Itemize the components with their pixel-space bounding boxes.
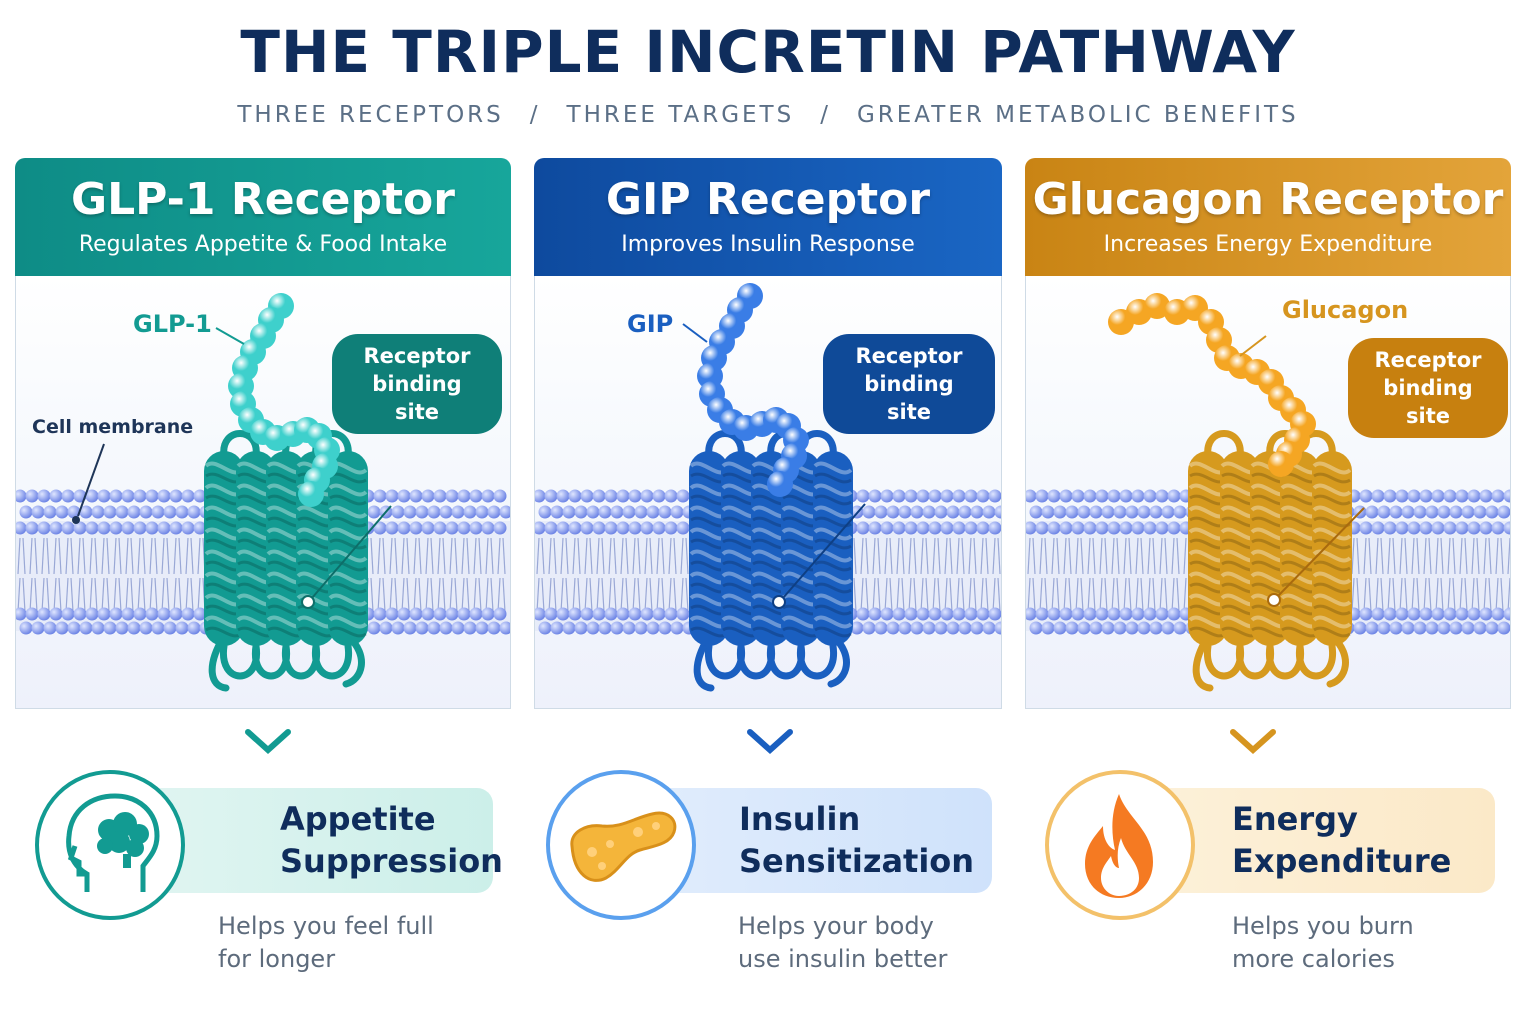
receptor-illustration: Glucagon Receptor binding site [1025,276,1511,709]
subtitle-part-2: THREE TARGETS [566,102,795,128]
column-glp1: GLP-1 Receptor Regulates Appetite & Food… [15,158,511,973]
binding-site-label: Receptor binding site [332,334,502,434]
benefit-icon-circle [546,770,696,920]
column-glucagon: Glucagon Receptor Increases Energy Expen… [1025,158,1511,973]
subtitle-separator: / [820,102,831,128]
glucagon-peptide-icon [1108,293,1316,477]
benefit-title: Appetite Suppression [280,800,503,880]
subtitle-part-3: GREATER METABOLIC BENEFITS [856,102,1299,128]
pancreas-icon [570,811,677,882]
binding-site-label: Receptor binding site [1348,338,1508,438]
column-header: GLP-1 Receptor Regulates Appetite & Food… [15,158,511,276]
receptor-illustration: Cell membrane GLP-1 Receptor binding sit… [15,276,511,709]
benefit-icon-circle [1045,770,1195,920]
subtitle-part-1: THREE RECEPTORS [237,102,504,128]
cell-membrane-label: Cell membrane [32,416,194,438]
page-subtitle: THREE RECEPTORS / THREE TARGETS / GREATER ME… [0,102,1536,128]
column-header: Glucagon Receptor Increases Energy Expen… [1025,158,1511,276]
benefit-title: Energy Expenditure [1232,800,1452,880]
chevron-down-icon [747,729,793,755]
chevron-down-icon [245,729,291,755]
receptor-title: Glucagon Receptor [1032,174,1504,225]
glp1-peptide-icon [228,293,340,507]
column-gip: GIP Receptor Improves Insulin Response G… [534,158,1002,973]
gip-peptide-icon [697,283,809,497]
head-brain-icon [66,793,160,892]
receptor-subtitle: Regulates Appetite & Food Intake [78,232,448,257]
column-header: GIP Receptor Improves Insulin Response [534,158,1002,276]
benefit-description: Helps your body use insulin better [738,912,948,973]
ligand-label: GLP-1 [133,310,212,338]
subtitle-separator: / [529,102,541,128]
benefit-description: Helps you burn more calories [1232,912,1414,973]
receptor-subtitle: Increases Energy Expenditure [1103,232,1433,257]
receptor-subtitle: Improves Insulin Response [621,232,915,257]
ligand-label: GIP [627,310,674,338]
flame-icon [1085,794,1153,898]
page-title: THE TRIPLE INCRETIN PATHWAY [240,18,1296,86]
receptor-protein-icon [1188,430,1352,692]
benefit-title: Insulin Sensitization [739,800,975,880]
receptor-title: GIP Receptor [605,174,931,225]
binding-site-label: Receptor binding site [823,334,995,434]
benefit-description: Helps you feel full for longer [218,912,434,973]
receptor-illustration: GIP Receptor binding site [534,276,1002,709]
chevron-down-icon [1230,729,1276,755]
benefit-icon-circle [35,770,185,920]
receptor-title: GLP-1 Receptor [71,174,455,225]
ligand-label: Glucagon [1282,296,1409,324]
